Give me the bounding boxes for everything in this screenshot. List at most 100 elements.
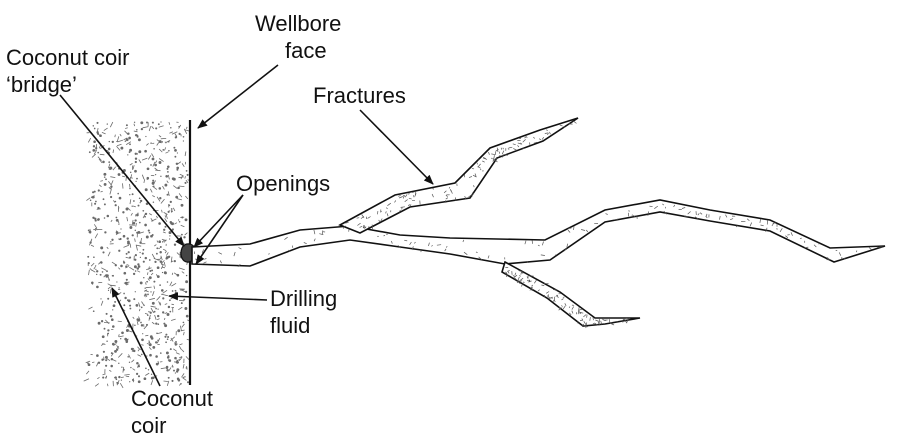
stipple-dot	[108, 148, 111, 151]
stipple-dot	[150, 312, 152, 314]
drilling-fluid-label-line1: Drilling	[270, 285, 337, 312]
stipple-dot	[121, 367, 122, 368]
stipple-dot	[146, 281, 148, 283]
stipple-fiber	[159, 257, 162, 261]
stipple-fiber	[138, 349, 140, 351]
stipple-dot	[177, 377, 180, 380]
stipple-dot	[97, 207, 99, 209]
stipple-dot	[105, 359, 107, 361]
stipple-dot	[153, 186, 155, 188]
stipple-dot	[168, 359, 170, 361]
stipple-fiber	[121, 377, 124, 378]
stipple-fiber	[171, 283, 176, 286]
stipple-dot	[154, 261, 156, 263]
stipple-dot	[110, 315, 112, 317]
stipple-dot	[104, 231, 106, 233]
stipple-fiber	[129, 267, 134, 270]
stipple-dot	[142, 253, 144, 255]
stipple-dot	[155, 322, 157, 324]
stipple-fiber	[91, 270, 95, 272]
stipple-fiber	[167, 181, 169, 183]
stipple-fiber	[86, 198, 90, 201]
stipple-dot	[108, 161, 110, 163]
fracture-texture-mark	[421, 250, 422, 252]
coconut-coir-bridge-label: Coconut coir ‘bridge’	[6, 44, 130, 98]
stipple-fiber	[173, 186, 177, 189]
stipple-dot	[140, 322, 142, 324]
stipple-dot	[135, 230, 136, 231]
stipple-dot	[87, 256, 89, 258]
stipple-fiber	[159, 149, 162, 152]
stipple-dot	[135, 153, 137, 155]
stipple-fiber	[146, 287, 152, 288]
stipple-dot	[126, 329, 129, 332]
stipple-dot	[140, 200, 142, 202]
stipple-fiber	[119, 292, 121, 294]
stipple-dot	[175, 343, 177, 345]
stipple-dot	[153, 201, 154, 202]
stipple-fiber	[113, 150, 114, 153]
stipple-fiber	[100, 154, 105, 155]
stipple-dot	[183, 299, 185, 301]
fracture-texture-mark	[549, 298, 553, 299]
stipple-dot	[126, 208, 129, 211]
stipple-dot	[159, 187, 162, 190]
stipple-dot	[181, 204, 184, 207]
stipple-fiber	[90, 268, 92, 270]
stipple-dot	[93, 310, 95, 312]
stipple-dot	[179, 221, 181, 223]
stipple-dot	[142, 333, 143, 334]
stipple-fiber	[89, 270, 90, 275]
stipple-dot	[145, 136, 146, 137]
stipple-dot	[186, 315, 189, 318]
stipple-dot	[178, 126, 180, 128]
stipple-fiber	[141, 345, 143, 346]
stipple-fiber	[131, 174, 132, 179]
stipple-dot	[123, 272, 126, 275]
stipple-dot	[93, 145, 95, 147]
stipple-dot	[183, 136, 185, 138]
coconut-coir-bridge-label-line1: Coconut coir	[6, 44, 130, 71]
stipple-dot	[100, 298, 101, 299]
stipple-fiber	[111, 220, 112, 222]
stipple-dot	[139, 241, 141, 243]
stipple-dot	[126, 138, 129, 141]
stipple-dot	[160, 176, 161, 177]
stipple-dot	[161, 289, 164, 292]
stipple-dot	[157, 275, 160, 278]
stipple-dot	[141, 324, 143, 326]
stipple-fiber	[151, 273, 153, 275]
stipple-dot	[138, 265, 141, 268]
stipple-fiber	[147, 344, 149, 345]
stipple-dot	[173, 147, 175, 149]
stipple-dot	[102, 271, 104, 273]
stipple-dot	[150, 235, 153, 238]
stipple-dot	[106, 270, 108, 272]
stipple-dot	[124, 297, 126, 299]
stipple-fiber	[161, 368, 166, 369]
stipple-dot	[144, 294, 146, 296]
stipple-dot	[138, 380, 141, 383]
stipple-dot	[147, 177, 150, 180]
stipple-fiber	[152, 186, 157, 189]
stipple-dot	[167, 194, 169, 196]
stipple-dot	[88, 264, 89, 265]
stipple-dot	[152, 158, 155, 161]
openings-label: Openings	[236, 170, 330, 197]
fracture-texture-mark	[587, 315, 588, 318]
stipple-dot	[126, 124, 128, 126]
stipple-dot	[127, 356, 129, 358]
stipple-dot	[175, 292, 178, 295]
stipple-dot	[150, 164, 152, 166]
stipple-dot	[129, 188, 131, 190]
stipple-dot	[95, 219, 97, 221]
stipple-dot	[149, 232, 151, 234]
stipple-dot	[116, 217, 118, 219]
stipple-dot	[183, 140, 184, 141]
stipple-dot	[135, 181, 136, 182]
stipple-fiber	[179, 186, 185, 187]
stipple-dot	[142, 210, 144, 212]
stipple-dot	[90, 200, 92, 202]
stipple-dot	[137, 267, 139, 269]
stipple-dot	[134, 219, 136, 221]
